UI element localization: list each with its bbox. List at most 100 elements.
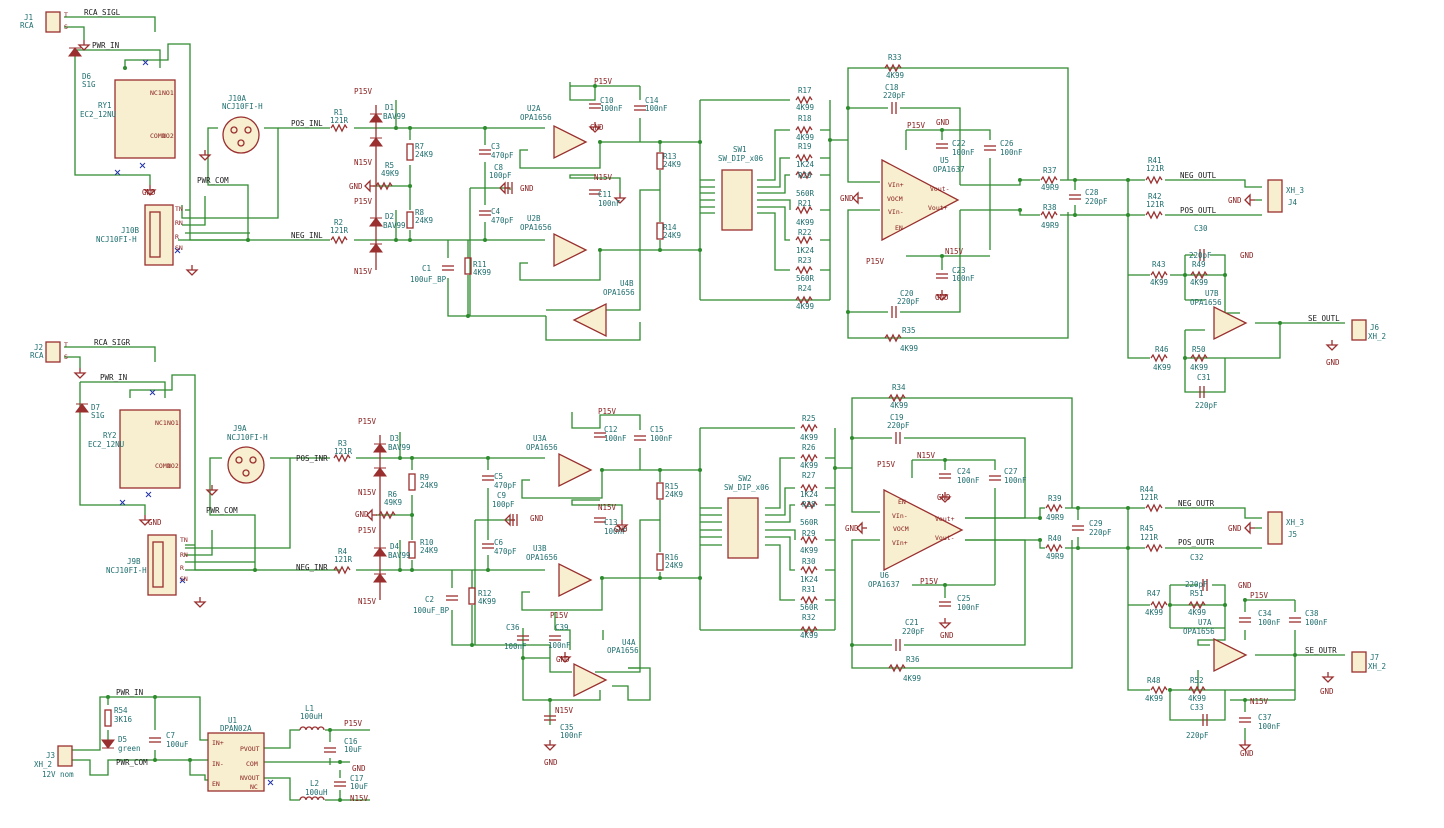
label-components-r22-ref: R22 [798,228,812,237]
label-components-r2-ref: R2 [334,218,343,227]
label-components-c23-value: 100nF [952,274,975,283]
label-power-gnd: GND [935,293,949,302]
label-components-c15-ref: C15 [650,425,664,434]
label-components-d2-value: BAV99 [383,221,406,230]
label-components-r32-value: 4K99 [800,631,818,640]
label-components-r10-value: 24K9 [420,546,438,555]
label-components-r6-ref: R6 [388,490,398,499]
label-pins-no1: NO1 [167,419,179,427]
label-components-l1-value: 100uH [300,712,323,721]
u1-body [207,732,265,792]
u3b-symbol [558,563,592,597]
label-pins-tn: TN [175,205,183,213]
label-components-u3b-value: OPA1656 [526,553,558,562]
label-components-r4-value: 121R [334,555,353,564]
label-components-r43-value: 4K99 [1150,278,1168,287]
label-components-c2-value: 100uF_BP [413,606,450,615]
label-components-u1-value: DPAN02A [220,724,252,733]
label-components-c7-ref: C7 [166,731,175,740]
label-components-c37-ref: C37 [1258,713,1272,722]
label-components-r39-value: 49R9 [1046,513,1064,522]
label-components-c9-ref: C9 [497,491,506,500]
label-pins-sn: SN [180,575,188,583]
label-components-r42-value: 121R [1146,200,1165,209]
label-components-sw1-value: SW_DIP_x06 [718,154,764,163]
label-power-gnd: GND [355,510,369,519]
label-components-r49-value: 4K99 [1190,278,1208,287]
label-power-gnd: GND [845,524,859,533]
j4-ref: J4 [1288,198,1298,207]
label-power-gnd: GND [352,764,366,773]
label-components-r11-value: 4K99 [473,268,491,277]
label-components-c36-value: 100nF [504,642,527,651]
label-power-gnd: GND [142,188,156,197]
label-components-r39-ref: R39 [1048,494,1062,503]
label-components-r8-value: 24K9 [415,216,433,225]
label-components-d7-ref: D7 [91,403,100,412]
label-power-gnd: GND [1240,749,1254,758]
label-components-u5-ref: U5 [940,156,949,165]
label-power-gnd: GND [556,655,570,664]
label-components-r15-ref: R15 [665,482,679,491]
label-components-r14-ref: R14 [663,223,677,232]
label-components-c28-value: 220pF [1085,197,1108,206]
label-pins-vinn: VIn- [892,512,908,520]
no-connect-marks [114,59,274,786]
label-components-c16-value: 10uF [344,745,363,754]
label-power-n15v: N15V [354,267,373,276]
label-components-r35-ref: R35 [902,326,916,335]
label-components-d4-ref: D4 [390,542,400,551]
label-components-c12-value: 100nF [604,434,627,443]
label-components-d7-value: S1G [91,411,105,420]
label-components-r23-ref: R23 [798,256,812,265]
label-components-ry2-ref: RY2 [103,431,117,440]
label-components-c36-ref: C36 [506,623,520,632]
label-components-c2-ref: C2 [425,595,434,604]
j2-ref: J2 [34,343,43,352]
label-components-c30-ref: C30 [1194,224,1208,233]
label-pins-vocm: VOCM [893,525,909,533]
sw1-body [721,169,753,231]
label-components-r49-ref: R49 [1192,260,1206,269]
label-components-u7a-ref: U7A [1198,618,1212,627]
u7a-symbol [1213,638,1247,672]
label-components-c23-ref: C23 [952,266,966,275]
label-components-c13-value: 100nF [604,527,627,536]
label-components-u3a-ref: U3A [533,434,547,443]
label-components-d1-value: BAV99 [383,112,406,121]
net-pos-outr: POS_OUTR [1178,538,1215,547]
label-components-r22-value: 1K24 [796,246,815,255]
label-pins-com: COM [246,760,258,768]
label-components-r15-value: 24K9 [665,490,683,499]
label-components-r54-ref: R54 [114,706,128,715]
label-components-c31-ref: C31 [1197,373,1211,382]
label-components-j9b-ref: J9B [127,557,141,566]
label-power-gnd: GND [544,758,558,767]
label-components-r41-ref: R41 [1148,156,1162,165]
label-components-u6-ref: U6 [880,571,890,580]
label-components-u2a-value: OPA1656 [520,113,552,122]
label-power-gnd: GND [1326,358,1340,367]
label-components-c34-value: 100nF [1258,618,1281,627]
label-components-r4-ref: R4 [338,547,348,556]
label-power-p15v: P15V [920,577,939,586]
label-power-gnd: GND [937,493,951,502]
label-components-r8-ref: R8 [415,208,425,217]
j5-body [1267,511,1283,545]
label-power-p15v: P15V [358,526,377,535]
label-components-d5-ref: D5 [118,735,127,744]
label-pins-vocm: VOCM [887,195,903,203]
label-power-n15v: N15V [917,451,936,460]
label-components-r1-ref: R1 [334,108,343,117]
sw2-body [727,497,759,559]
net-pwr-in: PWR_IN [92,41,119,50]
label-components-u6-value: OPA1637 [868,580,900,589]
label-components-c22-ref: C22 [952,139,966,148]
u5-body [881,158,960,242]
label-components-u2b-value: OPA1656 [520,223,552,232]
label-components-ry1-ref: RY1 [98,101,112,110]
label-components-r54-value: 3K16 [114,715,133,724]
label-components-u1-ref: U1 [228,716,237,725]
u6-body [883,488,964,572]
label-power-gnd: GND [840,194,854,203]
